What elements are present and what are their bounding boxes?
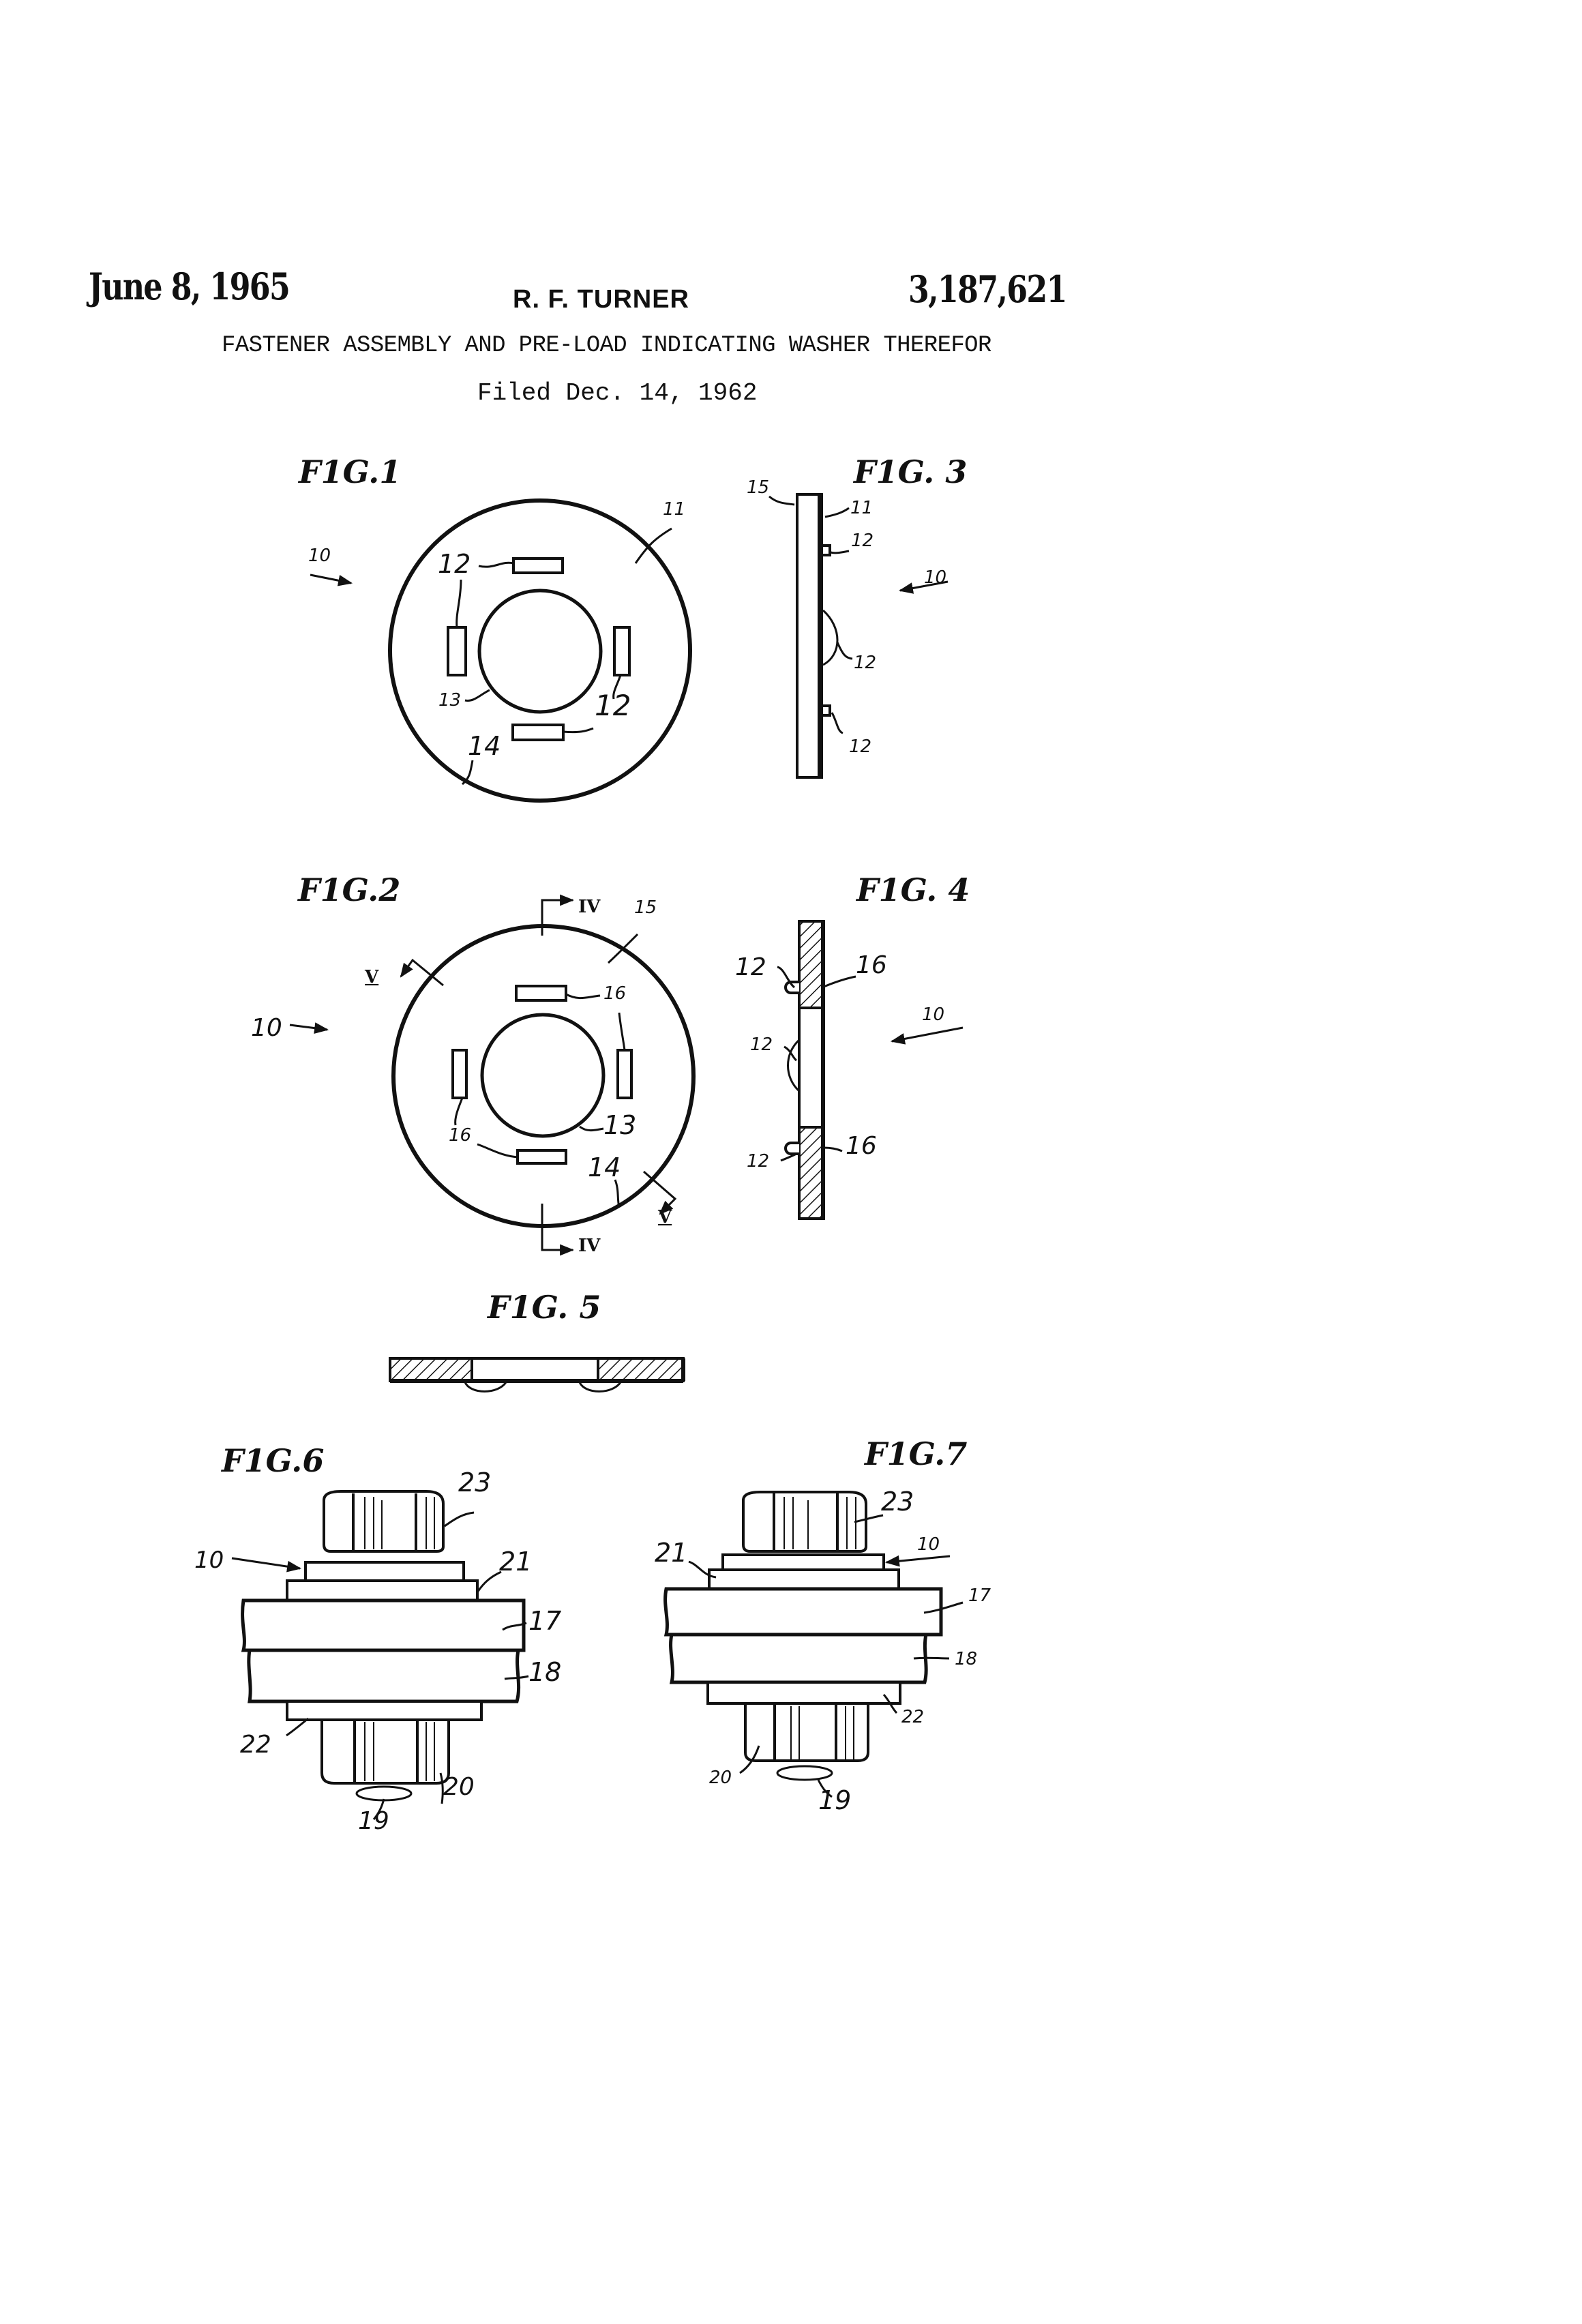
figure-6 xyxy=(231,1490,529,1820)
fig1-ref-11: 11 xyxy=(663,499,686,520)
figure-3 xyxy=(768,493,949,779)
fig6-ref-18: 18 xyxy=(528,1657,562,1687)
patent-title: FASTENER ASSEMBLY AND PRE-LOAD INDICATIN… xyxy=(222,333,991,359)
fig2-ref-14: 14 xyxy=(588,1152,621,1182)
fig4-ref-12-lower: 12 xyxy=(747,1151,770,1172)
fig6-ref-22: 22 xyxy=(240,1731,271,1759)
filed-date: Filed Dec. 14, 1962 xyxy=(477,379,758,407)
fig7-ref-22: 22 xyxy=(901,1707,925,1727)
fig4-ref-12-upper: 12 xyxy=(735,953,766,981)
fig4-ref-16-lower: 16 xyxy=(846,1132,877,1160)
fig2-section-v-left: V xyxy=(365,967,379,987)
fig2-ref-10: 10 xyxy=(251,1014,282,1042)
fig3-ref-12-upper: 12 xyxy=(851,531,874,551)
fig4-ref-12-middle: 12 xyxy=(750,1034,773,1055)
figure-5 xyxy=(389,1357,685,1392)
fig6-ref-10: 10 xyxy=(194,1547,224,1574)
fig3-ref-12-middle: 12 xyxy=(854,653,877,673)
inventor-name: R. F. TURNER xyxy=(513,285,689,314)
fig3-label: F1G. 3 xyxy=(854,453,968,490)
fig2-ref-15: 15 xyxy=(634,897,657,918)
fig1-ref-10: 10 xyxy=(308,546,331,566)
patent-number: 3,187,621 xyxy=(908,267,1067,311)
fig7-ref-18: 18 xyxy=(955,1649,978,1669)
fig3-ref-10: 10 xyxy=(924,567,947,588)
fig6-ref-23: 23 xyxy=(458,1468,492,1498)
fig1-ref-14: 14 xyxy=(468,731,501,761)
fig2-section-iv-bottom: IV xyxy=(578,1236,601,1256)
patent-date: June 8, 1965 xyxy=(89,265,290,308)
fig4-ref-10: 10 xyxy=(922,1004,945,1025)
fig7-ref-20: 20 xyxy=(709,1768,732,1788)
fig6-label: F1G.6 xyxy=(222,1442,325,1479)
figure-2 xyxy=(289,894,696,1256)
figure-4 xyxy=(777,920,964,1220)
fig2-section-iv-top: IV xyxy=(578,897,601,917)
fig6-ref-20: 20 xyxy=(443,1773,475,1801)
fig6-ref-21: 21 xyxy=(499,1547,533,1577)
figure-1 xyxy=(310,498,692,803)
fig1-ref-13: 13 xyxy=(438,690,462,711)
fig7-label: F1G.7 xyxy=(865,1435,968,1472)
fig7-ref-10: 10 xyxy=(917,1534,940,1555)
fig4-ref-16-upper: 16 xyxy=(856,951,887,979)
fig2-ref-13: 13 xyxy=(603,1110,637,1140)
fig6-ref-19: 19 xyxy=(358,1807,389,1835)
fig3-ref-12-lower: 12 xyxy=(849,736,872,757)
fig3-ref-11: 11 xyxy=(850,498,874,518)
fig4-label: F1G. 4 xyxy=(856,872,970,908)
fig5-label: F1G. 5 xyxy=(488,1289,601,1326)
fig2-ref-16-left: 16 xyxy=(449,1125,472,1146)
fig2-ref-16-top: 16 xyxy=(603,983,627,1004)
fig7-ref-17: 17 xyxy=(968,1585,991,1606)
fig1-label: F1G.1 xyxy=(299,453,402,490)
fig7-ref-19: 19 xyxy=(818,1785,852,1815)
fig7-ref-21: 21 xyxy=(655,1538,688,1568)
fig3-ref-15: 15 xyxy=(747,477,770,498)
fig1-ref-12-bottom: 12 xyxy=(595,689,631,722)
fig2-label: F1G.2 xyxy=(298,872,401,908)
fig6-ref-17: 17 xyxy=(528,1606,562,1636)
figure-7 xyxy=(663,1491,964,1798)
fig2-section-v-right: V xyxy=(658,1207,672,1227)
fig1-ref-12-top: 12 xyxy=(438,549,471,579)
fig7-ref-23: 23 xyxy=(881,1487,914,1517)
